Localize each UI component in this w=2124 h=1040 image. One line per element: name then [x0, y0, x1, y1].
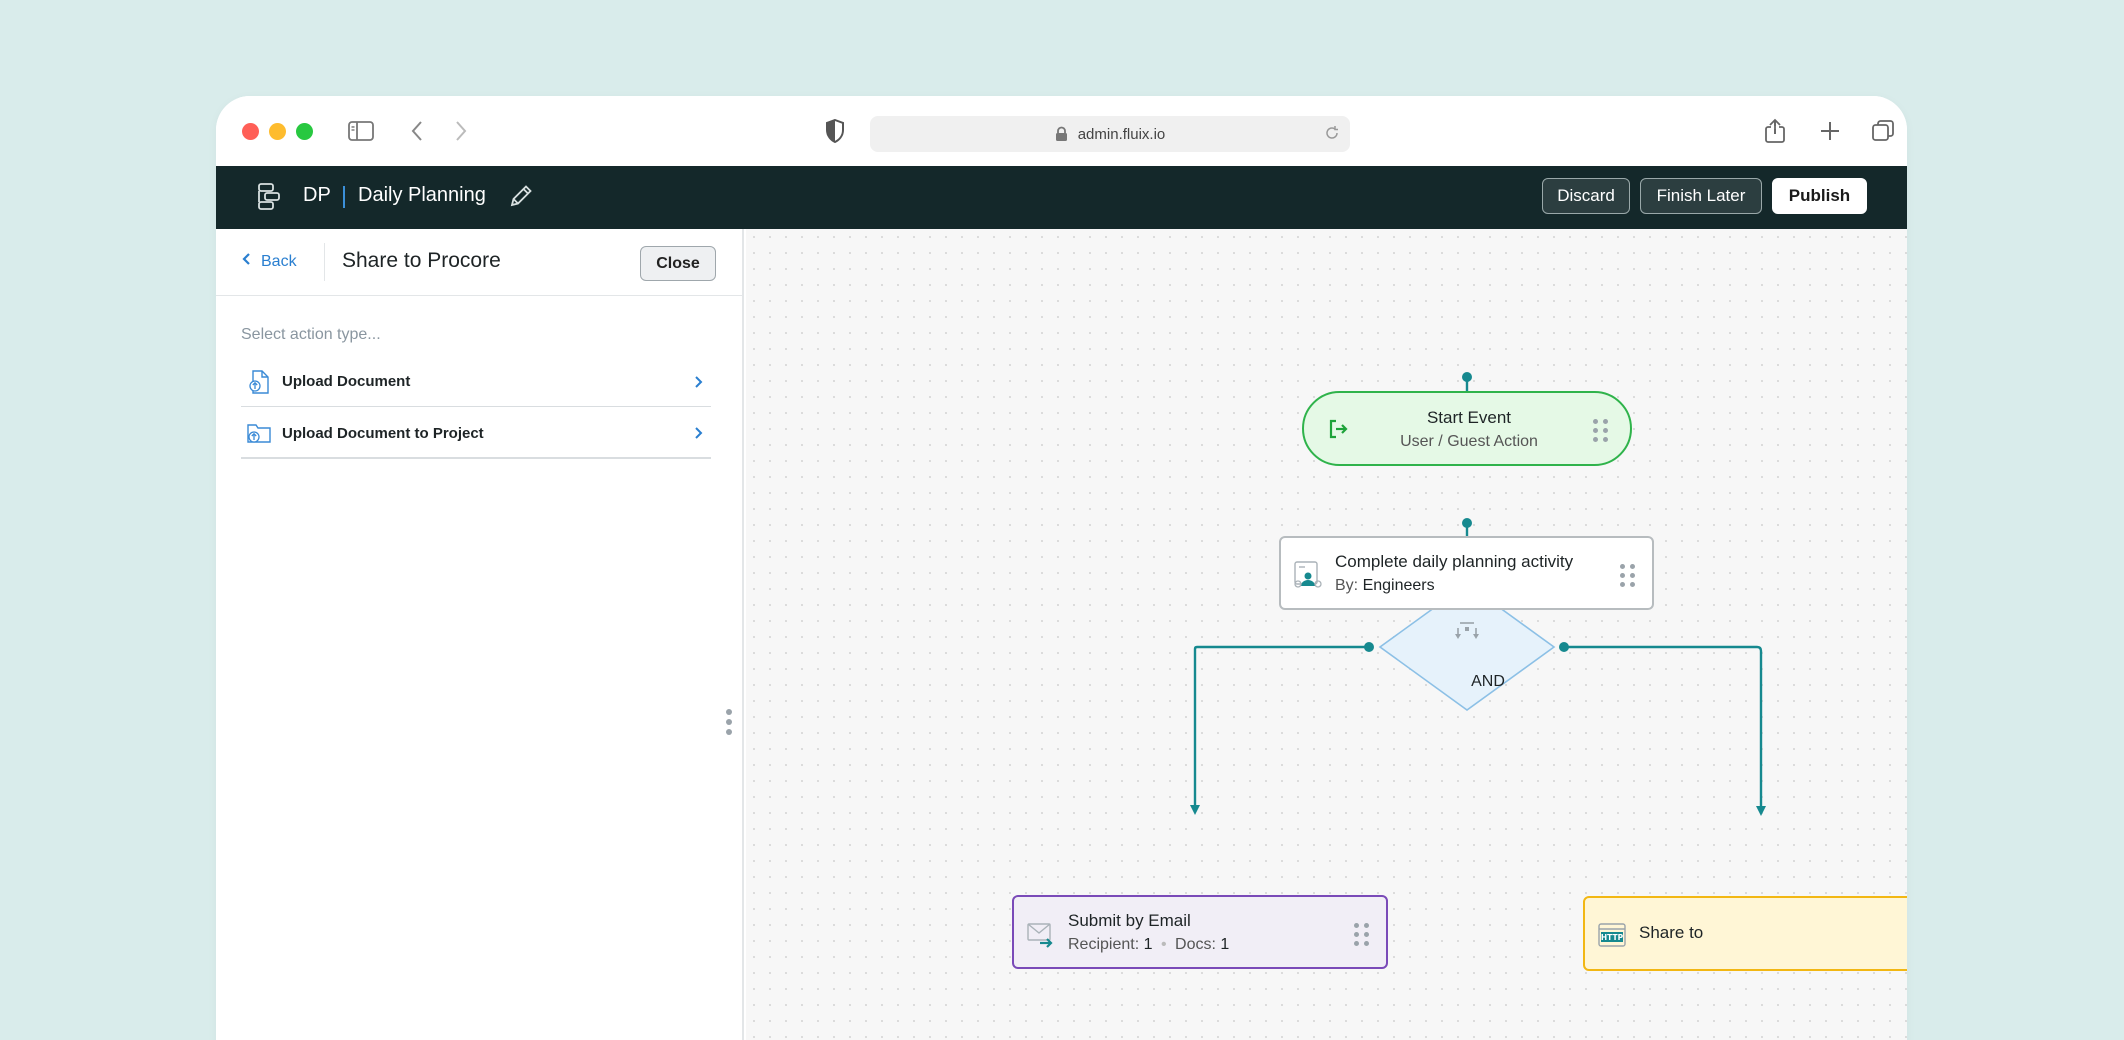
- lock-icon: [1055, 126, 1068, 142]
- connector-arrow: [1190, 805, 1200, 815]
- connector-dot: [1559, 642, 1569, 652]
- node-details: Recipient: 1 • Docs: 1: [1068, 936, 1229, 954]
- chevron-right-icon: [694, 375, 703, 389]
- action-panel: Back Share to Procore Close Select actio…: [216, 229, 744, 1040]
- panel-header: Back Share to Procore Close: [216, 229, 742, 296]
- task-node[interactable]: Complete daily planning activity By: Eng…: [1279, 536, 1654, 610]
- and-gateway: [1378, 583, 1556, 711]
- panel-resize-handle[interactable]: [726, 709, 732, 735]
- assignee-task-icon: [1293, 560, 1323, 590]
- minimize-window-button[interactable]: [269, 123, 286, 140]
- connector-arrow: [1756, 806, 1766, 816]
- panel-title: Share to Procore: [342, 249, 501, 272]
- and-gateway-label: AND: [1471, 673, 1505, 690]
- action-label: Upload Document to Project: [282, 424, 484, 442]
- address-bar[interactable]: admin.fluix.io: [870, 116, 1350, 152]
- separator-dot: •: [1160, 936, 1167, 953]
- close-window-button[interactable]: [242, 123, 259, 140]
- chevron-left-icon: [242, 252, 251, 271]
- tabs-overview-icon[interactable]: [1868, 116, 1898, 146]
- document-upload-icon: [246, 369, 272, 395]
- back-button[interactable]: Back: [242, 252, 297, 271]
- workflow-title: Daily Planning: [358, 184, 486, 206]
- recipient-label: Recipient:: [1068, 936, 1140, 953]
- workflow-code: DP: [303, 184, 331, 206]
- action-label: Upload Document: [282, 373, 411, 390]
- connector-gateway-share: [1561, 645, 1763, 808]
- action-upload-document-to-project[interactable]: Upload Document to Project: [241, 409, 711, 459]
- maximize-window-button[interactable]: [296, 123, 313, 140]
- docs-count: 1: [1220, 936, 1230, 953]
- workflow-logo-icon[interactable]: [256, 182, 282, 217]
- node-title: Submit by Email: [1068, 911, 1191, 930]
- back-label: Back: [261, 252, 297, 270]
- discard-button[interactable]: Discard: [1542, 178, 1630, 214]
- title-divider: [343, 186, 345, 208]
- drag-handle-icon[interactable]: [1620, 564, 1635, 587]
- http-request-icon: HTTP: [1597, 922, 1627, 948]
- email-send-icon: [1026, 921, 1056, 949]
- action-upload-document[interactable]: Upload Document: [241, 357, 711, 407]
- new-tab-icon[interactable]: [1815, 116, 1845, 146]
- privacy-shield-icon[interactable]: [820, 116, 850, 146]
- node-title: Share to: [1639, 923, 1704, 942]
- connector-dot: [1462, 372, 1472, 382]
- parallel-split-icon: [1455, 622, 1479, 639]
- connector-dot: [1364, 642, 1374, 652]
- finish-later-button[interactable]: Finish Later: [1640, 178, 1762, 214]
- docs-label: Docs:: [1175, 936, 1216, 953]
- drag-handle-icon[interactable]: [1593, 419, 1608, 442]
- browser-window: admin.fluix.io DP Daily Planning Discard…: [216, 96, 1907, 1040]
- sidebar-toggle-icon[interactable]: [346, 116, 376, 146]
- recipient-count: 1: [1143, 936, 1153, 953]
- select-action-hint: Select action type...: [241, 326, 381, 343]
- connector-dot: [1462, 518, 1472, 528]
- connector-gateway-email: [1193, 645, 1373, 807]
- edit-pencil-icon[interactable]: [508, 183, 534, 214]
- back-arrow-icon[interactable]: [402, 116, 432, 146]
- drag-handle-icon[interactable]: [1354, 923, 1369, 946]
- assignee-label: By:: [1335, 577, 1359, 594]
- connectors: [1190, 372, 1766, 816]
- url-text: admin.fluix.io: [1077, 125, 1166, 143]
- folder-upload-icon: [246, 420, 272, 446]
- submit-by-email-node[interactable]: Submit by Email Recipient: 1 • Docs: 1: [1012, 895, 1388, 969]
- node-title: Start Event: [1426, 408, 1512, 427]
- reload-icon[interactable]: [1324, 125, 1340, 145]
- publish-button[interactable]: Publish: [1772, 178, 1867, 214]
- share-to-node[interactable]: HTTP Share to: [1583, 896, 1907, 971]
- start-event-node[interactable]: Start Event User / Guest Action: [1302, 391, 1632, 466]
- assignee-value: Engineers: [1362, 577, 1435, 594]
- close-button[interactable]: Close: [640, 246, 716, 281]
- svg-text:HTTP: HTTP: [1601, 933, 1624, 942]
- node-title: Complete daily planning activity: [1335, 552, 1574, 571]
- workflow-canvas[interactable]: AND Start Event User / Guest Action Comp…: [746, 229, 1907, 1040]
- node-assignee: By: Engineers: [1335, 577, 1435, 595]
- node-subtitle: User / Guest Action: [1400, 433, 1538, 450]
- browser-toolbar: admin.fluix.io: [216, 96, 1907, 166]
- app-header: DP Daily Planning Discard Finish Later P…: [216, 166, 1907, 229]
- header-divider: [324, 243, 325, 281]
- share-icon[interactable]: [1760, 116, 1790, 146]
- chevron-right-icon: [694, 426, 703, 440]
- sign-in-icon: [1328, 418, 1350, 440]
- forward-arrow-icon[interactable]: [446, 116, 476, 146]
